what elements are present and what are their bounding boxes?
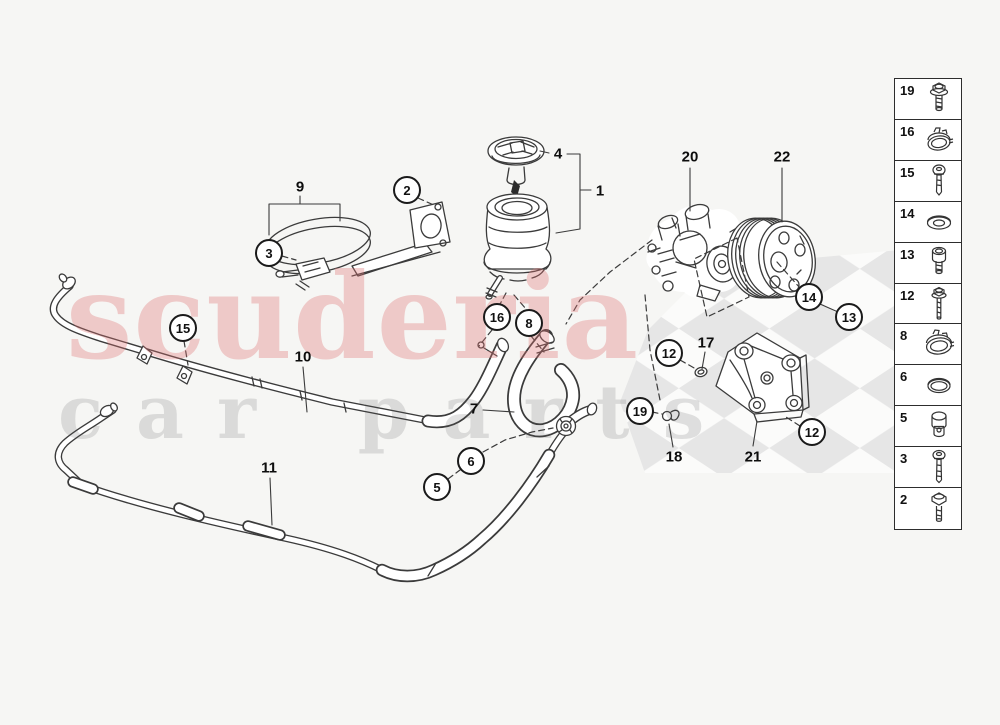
- pan-head-screw-icon: [919, 162, 959, 207]
- callout-2-badge[interactable]: 2: [393, 176, 421, 204]
- callout-9-label: 9: [295, 178, 305, 196]
- callout-4-label: 4: [553, 145, 563, 163]
- callout-22-label: 22: [773, 148, 791, 166]
- seal-ring-icon: [919, 366, 959, 411]
- hose-clamp-icon: [919, 121, 959, 166]
- mount-bracket-art: [715, 332, 810, 423]
- legend-number: 14: [900, 205, 915, 221]
- callout-18-label: 18: [665, 448, 683, 466]
- legend-row-12[interactable]: 12: [894, 282, 962, 326]
- legend-row-5[interactable]: 5: [894, 405, 962, 448]
- leader-lines: [268, 150, 839, 526]
- legend-row-19[interactable]: 19: [894, 78, 962, 121]
- banjo-bolt-icon: [919, 407, 959, 452]
- legend-number: 15: [900, 164, 915, 180]
- return-hose-art: [507, 329, 581, 438]
- callout-1-label: 1: [595, 182, 605, 200]
- callout-12a-badge[interactable]: 12: [655, 339, 683, 367]
- legend-row-15[interactable]: 15: [894, 159, 962, 203]
- washer-icon: [919, 203, 959, 248]
- hose-clamp-large-icon: [919, 325, 959, 370]
- legend-row-16[interactable]: 16: [894, 118, 962, 162]
- legend-number: 19: [900, 83, 915, 98]
- reservoir-cap-art: [487, 136, 545, 197]
- legend-row-6[interactable]: 6: [894, 364, 962, 407]
- callout-10-label: 10: [294, 348, 312, 366]
- callout-7-label: 7: [469, 400, 479, 418]
- legend-row-13[interactable]: 13: [894, 241, 962, 285]
- callout-19-badge[interactable]: 19: [626, 397, 654, 425]
- callout-17-label: 17: [697, 334, 715, 352]
- callout-20-label: 20: [681, 148, 699, 166]
- legend-number: 8: [900, 328, 908, 344]
- clip-18-art: [661, 409, 680, 422]
- legend-number: 5: [900, 410, 908, 426]
- legend-number: 3: [900, 451, 908, 467]
- pan-head-screw-long-icon: [919, 448, 959, 493]
- legend-number: 12: [900, 287, 915, 303]
- socket-head-bolt-icon: [919, 244, 959, 289]
- hex-bolt-icon: [919, 489, 959, 534]
- callout-5-badge[interactable]: 5: [423, 473, 451, 501]
- callout-3-badge[interactable]: 3: [255, 239, 283, 267]
- legend-row-8[interactable]: 8: [894, 323, 962, 366]
- washer-17-art: [694, 366, 708, 378]
- legend-row-2[interactable]: 2: [894, 487, 962, 530]
- callout-11-label: 11: [261, 459, 277, 477]
- banjo-fitting-art: [555, 402, 598, 437]
- pulley-art: [727, 217, 816, 299]
- callout-6-badge[interactable]: 6: [457, 447, 485, 475]
- clamp-bracket-art: [265, 201, 451, 291]
- reservoir-tank-art: [483, 193, 552, 300]
- lower-pipe-art: [54, 402, 573, 583]
- hex-flange-bolt-icon: [919, 80, 959, 125]
- legend-number: 16: [900, 123, 915, 139]
- callout-14-badge[interactable]: 14: [795, 283, 823, 311]
- parts-legend: 19 16 15 14: [894, 78, 962, 530]
- legend-number: 2: [900, 492, 908, 508]
- callout-21-label: 21: [744, 448, 762, 466]
- legend-row-3[interactable]: 3: [894, 446, 962, 489]
- legend-row-14[interactable]: 14: [894, 200, 962, 244]
- callout-15-badge[interactable]: 15: [169, 314, 197, 342]
- callout-12b-badge[interactable]: 12: [798, 418, 826, 446]
- callout-13-badge[interactable]: 13: [835, 303, 863, 331]
- callout-16-badge[interactable]: 16: [483, 303, 511, 331]
- callout-8-badge[interactable]: 8: [515, 309, 543, 337]
- hex-flange-bolt-long-icon: [919, 285, 959, 330]
- legend-number: 6: [900, 369, 908, 385]
- legend-number: 13: [900, 246, 915, 262]
- supply-pipe-art: [49, 273, 510, 429]
